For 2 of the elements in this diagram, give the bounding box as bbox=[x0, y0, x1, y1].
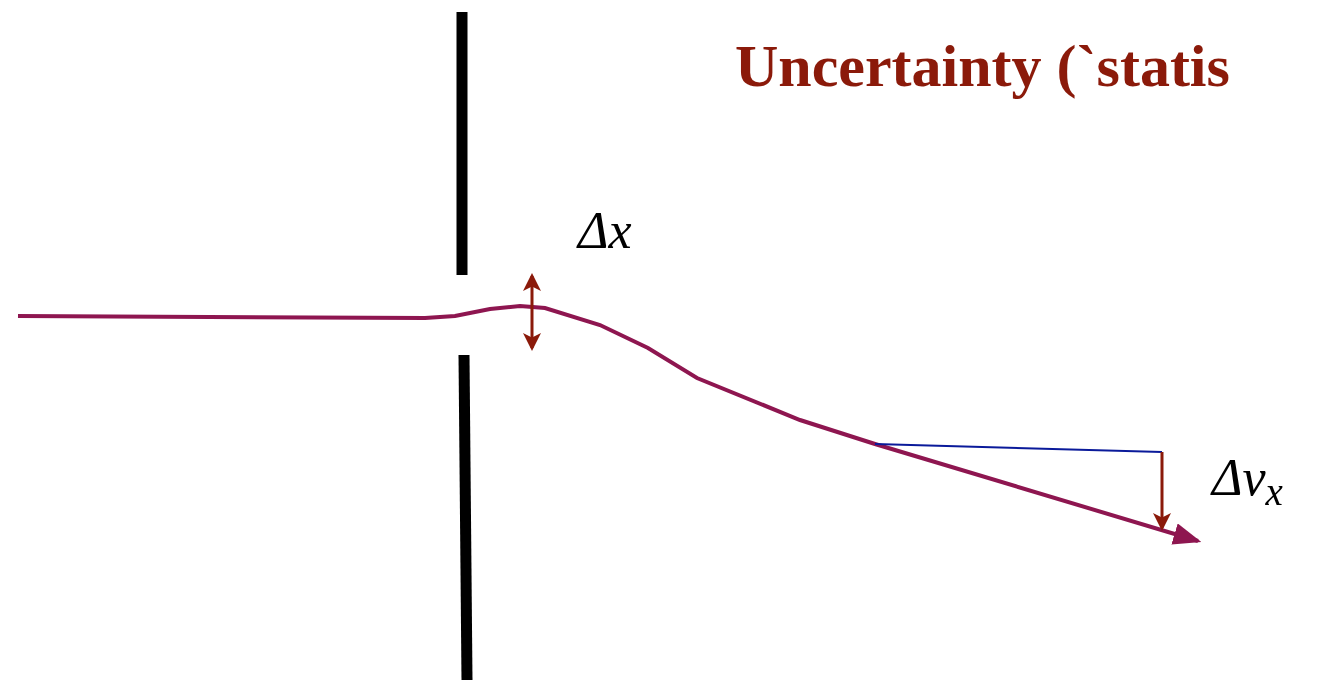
math-label: Δv$_{x}$ bbox=[1212, 452, 1283, 504]
math-label: Δx bbox=[578, 205, 632, 257]
